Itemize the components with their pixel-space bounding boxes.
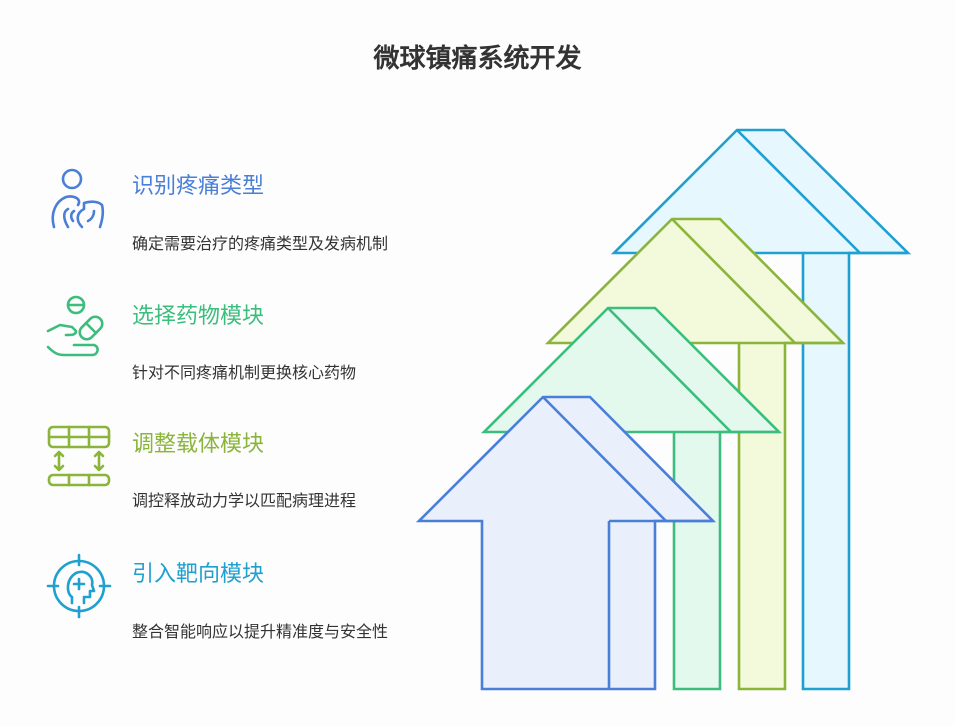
step-heading: 识别疼痛类型 bbox=[132, 174, 265, 199]
step-description: 针对不同疼痛机制更换核心药物 bbox=[132, 363, 357, 382]
step-heading: 选择药物模块 bbox=[132, 304, 265, 329]
step-description: 整合智能响应以提升精准度与安全性 bbox=[132, 622, 389, 641]
step-description: 调控释放动力学以匹配病理进程 bbox=[132, 491, 357, 510]
step-heading: 调整载体模块 bbox=[132, 432, 265, 457]
hand-pills-icon bbox=[46, 295, 104, 357]
step-heading: 引入靶向模块 bbox=[132, 562, 265, 587]
step-description: 确定需要治疗的疼痛类型及发病机制 bbox=[132, 234, 389, 253]
page-title: 微球镇痛系统开发 bbox=[373, 44, 582, 74]
target-head-icon bbox=[46, 553, 112, 619]
adjust-grid-icon bbox=[47, 425, 111, 487]
patient-pain-icon bbox=[51, 168, 105, 229]
arrow-identify bbox=[415, 395, 717, 691]
